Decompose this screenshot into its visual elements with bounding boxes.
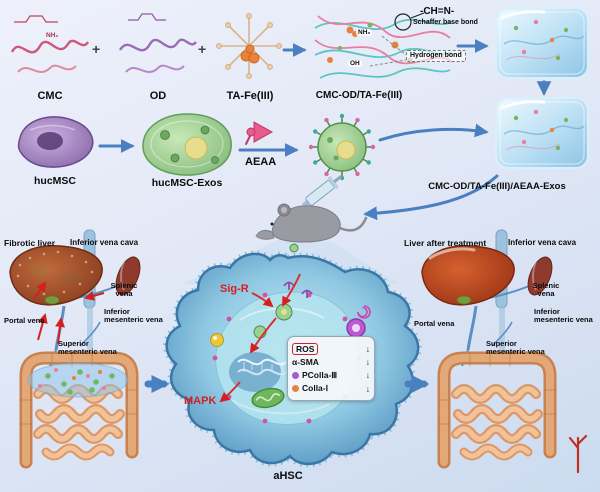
lysosome-icon xyxy=(346,318,366,338)
od-label: OD xyxy=(149,90,167,102)
flow-arrows xyxy=(98,39,552,394)
hydrogen-bond-label: Hydrogen bond xyxy=(406,50,466,62)
treated-liver-title: Liver after treatment xyxy=(404,238,487,248)
er-spiral-icon xyxy=(357,305,371,319)
aeaa-label: AEAA xyxy=(245,156,277,168)
left-splenic-label: Splenic vena xyxy=(110,281,138,299)
sig-receptor-icons xyxy=(283,281,313,298)
fibrotic-liver-group xyxy=(9,230,146,462)
hucmsc-label: hucMSC xyxy=(34,175,76,187)
down-arrow-icon: ↓ xyxy=(365,343,370,354)
cmc-label: CMC xyxy=(37,90,63,102)
marker-label: ROS xyxy=(292,342,319,355)
complex-label: CMC-OD/TA-Fe(III) xyxy=(315,90,403,101)
vesicle-yellow-icon xyxy=(210,333,224,347)
oh-label: OH xyxy=(348,60,362,68)
marker-label: Colla-Ⅰ xyxy=(302,383,329,393)
aeaa-exosome-art xyxy=(308,113,376,181)
cmc-polymer-art xyxy=(10,15,90,73)
schiff-bond-name-label: Schaffer base bond xyxy=(413,19,478,26)
treated-liver-group xyxy=(421,230,588,474)
sig-r-label: Sig-R xyxy=(220,283,249,295)
hydrogel-cube-2 xyxy=(495,97,589,169)
purple-dot-icon xyxy=(292,371,299,379)
marker-row-pcolla3: PColla-Ⅲ ↓ xyxy=(292,370,370,381)
markers-box: ROS ↓ α-SMA ↓ PColla-Ⅲ ↓ Colla-Ⅰ ↓ xyxy=(287,336,375,401)
marker-label: PColla-Ⅲ xyxy=(302,369,338,380)
nh2-label-complex: NH₂ xyxy=(356,29,373,37)
right-portal-label: Portal vena xyxy=(414,319,455,328)
orange-dot-icon xyxy=(292,385,299,392)
left-imv-label: Inferior mesenteric vena xyxy=(104,307,163,325)
portal-flow-red-arrows xyxy=(33,281,105,345)
mitochondria-icon xyxy=(251,387,285,409)
marker-row-ros: ROS ↓ xyxy=(292,342,370,355)
hydrogel-in-gut xyxy=(27,362,129,398)
fibrotic-liver-title: Fibrotic liver xyxy=(4,238,56,248)
hucmsc-exos-label: hucMSC-Exos xyxy=(151,177,223,189)
down-arrow-icon: ↓ xyxy=(365,370,370,380)
hucmsc-exos-cell-art xyxy=(142,113,232,176)
internalized-exosome-icons xyxy=(253,303,293,339)
tafe-label: TA-Fe(III) xyxy=(226,90,274,102)
left-smv-label: Superior mesenteric vena xyxy=(58,339,117,357)
marker-row-colla1: Colla-Ⅰ ↓ xyxy=(292,383,370,394)
right-imv-label: Inferior mesenteric vena xyxy=(534,307,593,325)
right-splenic-label: Splenic vena xyxy=(532,281,560,299)
plus-sign-2: + xyxy=(198,41,207,57)
right-ivc-label: Inferior vena cava xyxy=(508,238,577,247)
ahsc-label: aHSC xyxy=(273,470,303,482)
hucmsc-cell-art xyxy=(17,116,94,168)
nucleus-dna-art xyxy=(229,352,287,392)
hydrogel-cube-1 xyxy=(495,7,589,79)
left-portal-label: Portal vena xyxy=(4,316,45,325)
tafe-molecule-art xyxy=(216,13,282,79)
plus-sign-1: + xyxy=(92,41,101,57)
schiff-bond-annotation-circle xyxy=(394,13,412,31)
nh2-label-cmc: NH₂ xyxy=(46,32,59,39)
vessel-tree-icon xyxy=(568,434,588,474)
signaling-red-arrows xyxy=(219,273,301,403)
right-smv-label: Superior mesenteric vena xyxy=(486,339,545,357)
od-polymer-art xyxy=(118,13,197,73)
left-ivc-label: Inferior vena cava xyxy=(70,238,139,247)
mouse-art xyxy=(255,203,368,243)
down-arrow-icon: ↓ xyxy=(365,383,370,394)
marker-label: α-SMA xyxy=(292,357,319,367)
schiff-bond-label: -CH=N- xyxy=(420,6,455,17)
mapk-label: MAPK xyxy=(184,395,217,407)
product-label: CMC-OD/TA-Fe(III)/AEAA-Exos xyxy=(428,181,566,192)
aeaa-megaphone-icon xyxy=(245,121,274,145)
marker-row-asma: α-SMA ↓ xyxy=(292,357,370,367)
down-arrow-icon: ↓ xyxy=(365,357,370,367)
